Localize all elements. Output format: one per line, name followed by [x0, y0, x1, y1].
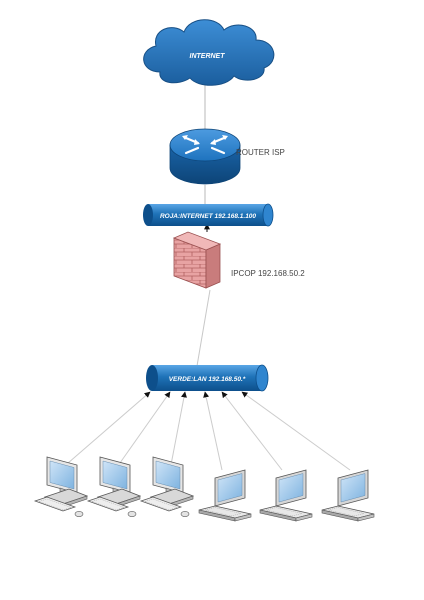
- link-firewall-greenpipe: [196, 289, 211, 367]
- link-desktop-2: [114, 391, 171, 471]
- internet-cloud-icon: INTERNET: [143, 19, 275, 86]
- green-pipe-label: VERDE:LAN 192.168.50.*: [169, 376, 246, 383]
- desktop-1-icon: [33, 456, 89, 517]
- link-desktop-1: [59, 391, 151, 471]
- laptop-1-icon: [198, 469, 252, 522]
- link-laptop-3: [241, 391, 351, 471]
- link-laptop-2: [221, 391, 283, 471]
- laptop-2-icon: [259, 469, 313, 522]
- firewall-icon: [172, 231, 222, 289]
- red-pipe-label: ROJA:INTERNET 192.168.1.100: [160, 213, 256, 220]
- firewall-label: IPCOP 192.168.50.2: [231, 269, 305, 278]
- router-icon: [169, 128, 241, 185]
- laptop-3-icon: [321, 469, 375, 522]
- link-desktop-3: [169, 391, 187, 471]
- router-label: ROUTER ISP: [236, 148, 285, 157]
- link-laptop-1: [203, 391, 223, 471]
- green-interface-pipe: VERDE:LAN 192.168.50.*: [146, 364, 269, 392]
- desktops-group: [33, 456, 195, 517]
- links: [59, 80, 351, 471]
- desktop-2-icon: [86, 456, 142, 517]
- laptops-group: [198, 469, 375, 522]
- red-interface-pipe: ROJA:INTERNET 192.168.1.100: [143, 203, 274, 227]
- desktop-3-icon: [139, 456, 195, 517]
- cloud-label: INTERNET: [190, 53, 226, 60]
